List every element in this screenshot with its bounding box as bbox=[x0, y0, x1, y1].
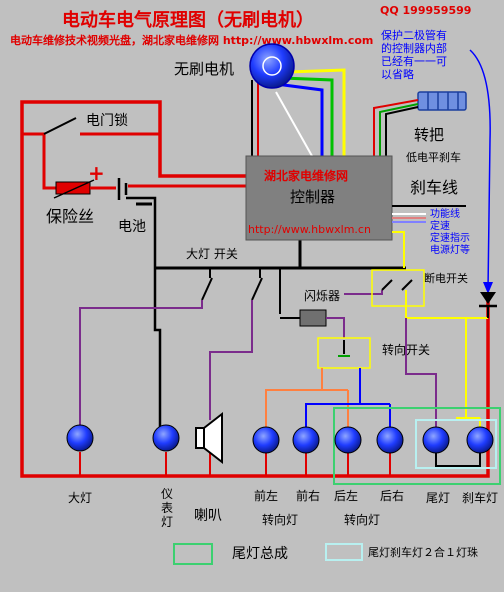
diode-note-line-1: 保护二极管有 bbox=[381, 28, 447, 42]
flasher-unit bbox=[299, 309, 327, 327]
diagram-title: 电动车电气原理图（无刷电机） bbox=[62, 9, 314, 31]
rear-right-lamp bbox=[376, 426, 404, 454]
headlight-switch-blade-1 bbox=[201, 277, 213, 301]
purple-power-switch-wire bbox=[344, 290, 383, 295]
purple-headlight-wire bbox=[79, 300, 203, 438]
power-off-switch-label: 断电开关 bbox=[424, 271, 468, 285]
plus-sign: + bbox=[88, 161, 105, 185]
diode-note-line-2: 的控制器内部 bbox=[381, 41, 447, 55]
motor-wire-white bbox=[275, 91, 313, 157]
tail-lamp-wire bbox=[405, 318, 437, 428]
diode-note-line-4: 以省略 bbox=[381, 67, 414, 81]
headlight-switch-blade-2 bbox=[251, 277, 263, 301]
dash-lamp bbox=[152, 424, 180, 452]
flasher-lead-out bbox=[326, 317, 345, 338]
rear-right-label: 后右 bbox=[380, 488, 404, 503]
red-lock-wire bbox=[22, 132, 60, 190]
function-line-label-3: 定速指示 bbox=[430, 231, 470, 244]
power-off-switch-blade-1 bbox=[381, 279, 393, 291]
controller-brand: 湖北家电维修网 bbox=[264, 168, 348, 183]
diode-note-line-3: 已经有一一可 bbox=[381, 54, 447, 68]
tail-ground-wire bbox=[435, 452, 481, 467]
throttle-wire-green bbox=[379, 103, 419, 156]
note-arrow bbox=[469, 49, 491, 291]
power-off-switch-box bbox=[371, 269, 425, 307]
yellow-controller-wire bbox=[392, 231, 405, 268]
motor-wire-blue bbox=[275, 82, 324, 156]
combo-bulb-box bbox=[415, 419, 497, 469]
legend-tail-assembly-swatch bbox=[173, 543, 213, 565]
brake-lamp-label: 刹车灯 bbox=[462, 490, 498, 505]
legend-combo-bulb-label: 尾灯刹车灯２合１灯珠 bbox=[368, 545, 478, 559]
low-brake-label: 低电平刹车 bbox=[406, 150, 461, 164]
front-right-lamp bbox=[292, 426, 320, 454]
dash-lamp-label-1: 仪 bbox=[161, 487, 173, 501]
qq-number: QQ 199959599 bbox=[380, 4, 471, 17]
legend-tail-assembly-label: 尾灯总成 bbox=[232, 546, 288, 562]
motor-hub bbox=[262, 56, 282, 76]
fuse-slash bbox=[53, 179, 95, 199]
horn-icon bbox=[195, 411, 223, 465]
headlight-switch-label: 大灯 开关 bbox=[186, 247, 238, 261]
motor-label: 无刷电机 bbox=[174, 60, 234, 78]
door-lock-label: 电门锁 bbox=[86, 113, 128, 129]
door-lock-switch bbox=[43, 117, 77, 135]
rear-left-lamp bbox=[334, 426, 362, 454]
motor-wire-yellow bbox=[287, 68, 346, 156]
controller-url: http://www.hbwxlm.cn bbox=[248, 223, 371, 236]
battery-label: 电池 bbox=[118, 219, 146, 235]
dash-lamp-label-3: 灯 bbox=[161, 515, 173, 529]
front-turn-label: 转向灯 bbox=[262, 512, 298, 527]
headlight-lamp bbox=[66, 424, 94, 452]
front-left-lamp bbox=[252, 426, 280, 454]
throttle-wire-red bbox=[373, 99, 419, 156]
protection-diode bbox=[480, 292, 496, 304]
function-line-label-2: 定速 bbox=[430, 219, 450, 232]
function-line-label-1: 功能线 bbox=[430, 207, 460, 220]
motor-wire-green bbox=[281, 76, 334, 156]
brake-line-label: 刹车线 bbox=[410, 178, 458, 197]
brake-lamp bbox=[466, 426, 494, 454]
rear-left-label: 后左 bbox=[334, 488, 358, 503]
promo-text: 电动车维修技术视频光盘，湖北家电维修网 http://www.hbwxlm.co… bbox=[10, 33, 373, 47]
tail-lamp-label: 尾灯 bbox=[426, 491, 450, 505]
turn-switch-box bbox=[317, 337, 371, 369]
throttle-label: 转把 bbox=[414, 126, 444, 144]
front-right-label: 前右 bbox=[296, 488, 320, 503]
flasher-label: 闪烁器 bbox=[304, 289, 340, 303]
headlight-label: 大灯 bbox=[68, 491, 92, 505]
controller-box bbox=[245, 155, 393, 241]
legend-combo-bulb-swatch bbox=[325, 543, 363, 561]
tail-assembly-box bbox=[333, 407, 501, 485]
brushless-motor bbox=[249, 43, 295, 89]
power-off-switch-blade-2 bbox=[401, 279, 413, 291]
tail-lamp bbox=[422, 426, 450, 454]
controller-label: 控制器 bbox=[290, 188, 335, 206]
fuse-label: 保险丝 bbox=[46, 207, 94, 226]
throttle-grip bbox=[417, 91, 467, 111]
horn-label: 喇叭 bbox=[194, 508, 222, 524]
function-line-label-4: 电源灯等 bbox=[430, 243, 470, 256]
dash-lamp-label-2: 表 bbox=[161, 501, 173, 515]
note-arrow-head bbox=[483, 282, 493, 294]
rear-turn-label: 转向灯 bbox=[344, 512, 380, 527]
black-left-wire bbox=[126, 196, 162, 438]
red-main-loop bbox=[20, 100, 490, 478]
purple-horn-wire bbox=[209, 300, 253, 420]
turn-wire-orange bbox=[265, 368, 323, 428]
turn-wire-blue bbox=[305, 368, 361, 428]
front-left-label: 前左 bbox=[254, 488, 278, 503]
throttle-wire-black bbox=[385, 106, 419, 156]
